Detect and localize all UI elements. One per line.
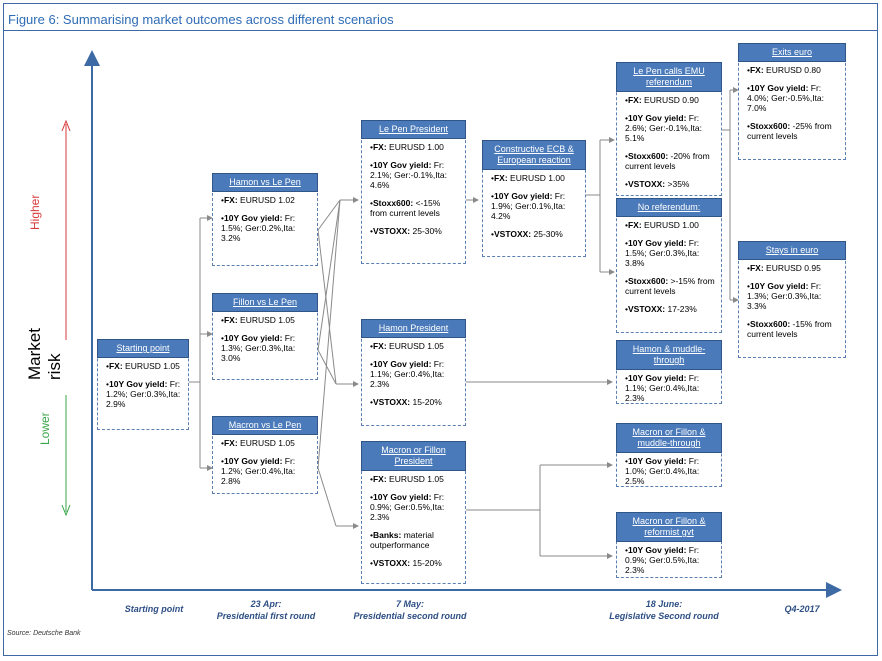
figure-frame <box>3 3 878 656</box>
box-title: Macron or Fillon President <box>361 441 466 471</box>
box-title: Hamon vs Le Pen <box>212 173 318 192</box>
macron-fillon-president-box: Macron or Fillon President •FX: EURUSD 1… <box>361 441 466 584</box>
macron-fillon-muddle-box: Macron or Fillon & muddle-through •10Y G… <box>616 423 722 487</box>
timeline-june: 18 June:Legislative Second round <box>609 599 719 621</box>
box-title: Le Pen President <box>361 120 466 139</box>
macron-vs-lepen-box: Macron vs Le Pen •FX: EURUSD 1.05 •10Y G… <box>212 416 318 494</box>
no-referendum-box: No referendum: •FX: EURUSD 1.00 •10Y Gov… <box>616 198 722 333</box>
box-title: Hamon & muddle-through <box>616 340 722 370</box>
timeline-apr: 23 Apr:Presidential first round <box>216 599 316 621</box>
lower-label: Lower <box>38 412 52 445</box>
starting-point-box: Starting point •FX: EURUSD 1.05 •10Y Gov… <box>97 339 189 430</box>
higher-label: Higher <box>28 194 42 230</box>
y-axis-label: Market risk <box>25 328 64 380</box>
figure-title: Figure 6: Summarising market outcomes ac… <box>8 12 394 27</box>
box-title: Le Pen calls EMU referendum <box>616 62 722 92</box>
timeline-may: 7 May:Presidential second round <box>353 599 467 621</box>
box-title: Constructive ECB & European reaction <box>482 140 586 170</box>
hamon-muddle-box: Hamon & muddle-through •10Y Gov yield: F… <box>616 340 722 404</box>
macron-fillon-reformist-box: Macron or Fillon & reformist gvt •10Y Go… <box>616 512 722 578</box>
hamon-vs-lepen-box: Hamon vs Le Pen •FX: EURUSD 1.02 •10Y Go… <box>212 173 318 266</box>
box-title: Macron vs Le Pen <box>212 416 318 435</box>
emu-referendum-box: Le Pen calls EMU referendum •FX: EURUSD … <box>616 62 722 196</box>
timeline-start: Starting point <box>124 604 184 614</box>
box-title: Hamon President <box>361 319 466 338</box>
exits-euro-box: Exits euro •FX: EURUSD 0.80 •10Y Gov yie… <box>738 43 846 160</box>
constructive-ecb-box: Constructive ECB & European reaction •FX… <box>482 140 586 257</box>
timeline-q4: Q4-2017 <box>784 604 820 614</box>
box-title: Fillon vs Le Pen <box>212 293 318 312</box>
title-divider <box>4 30 878 31</box>
box-title: Macron or Fillon & reformist gvt <box>616 512 722 542</box>
box-title: No referendum: <box>616 198 722 217</box>
box-title: Starting point <box>97 339 189 358</box>
lepen-president-box: Le Pen President •FX: EURUSD 1.00 •10Y G… <box>361 120 466 264</box>
box-title: Macron or Fillon & muddle-through <box>616 423 722 453</box>
box-title: Stays in euro <box>738 241 846 260</box>
box-title: Exits euro <box>738 43 846 62</box>
fillon-vs-lepen-box: Fillon vs Le Pen •FX: EURUSD 1.05 •10Y G… <box>212 293 318 380</box>
source-note: Source: Deutsche Bank <box>7 630 81 637</box>
stays-euro-box: Stays in euro •FX: EURUSD 0.95 •10Y Gov … <box>738 241 846 358</box>
hamon-president-box: Hamon President •FX: EURUSD 1.05 •10Y Go… <box>361 319 466 426</box>
